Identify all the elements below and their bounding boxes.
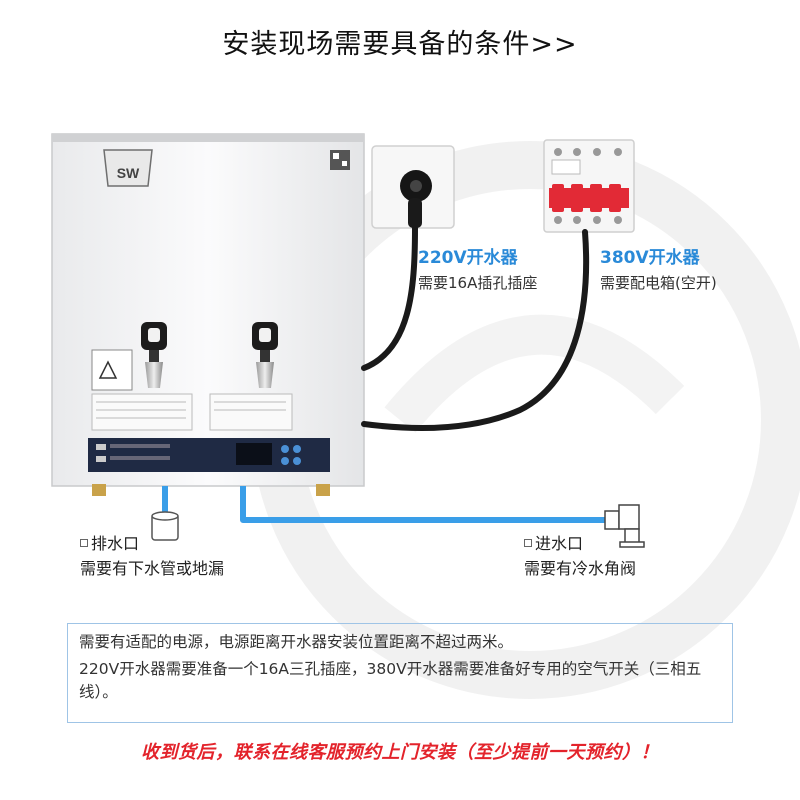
page-title: 安装现场需要具备的条件>>	[222, 29, 578, 60]
drain-label: 排水口	[80, 530, 139, 554]
bullet-icon	[80, 539, 88, 547]
angle-valve-icon	[604, 504, 645, 548]
power-380-title: 380V开水器	[600, 248, 700, 268]
inlet-title: 进水口	[535, 534, 584, 553]
power-220-requirement: 需要16A插孔插座	[418, 274, 538, 292]
power-220-title: 220V开水器	[418, 248, 518, 268]
power-380-requirement: 需要配电箱(空开)	[600, 274, 717, 292]
wall-socket-icon	[371, 145, 455, 229]
inlet-label: 进水口	[524, 530, 583, 554]
notice-line-1: 需要有适配的电源，电源距离开水器安装位置距离不超过两米。	[79, 633, 514, 651]
footer-warning: 收到货后，联系在线客服预约上门安装（至少提前一天预约）！	[141, 742, 659, 763]
control-panel	[88, 438, 330, 472]
left-tap-icon	[141, 322, 167, 388]
drain-title: 排水口	[91, 534, 140, 553]
notice-box: 需要有适配的电源，电源距离开水器安装位置距离不超过两米。 220V开水器需要准备…	[67, 623, 733, 723]
power-cable-380v	[361, 229, 590, 432]
drain-requirement: 需要有下水管或地漏	[80, 559, 225, 578]
water-heater: SW	[51, 133, 365, 496]
circuit-breaker-icon	[543, 139, 635, 233]
brand-badge-icon	[103, 149, 153, 187]
bullet-icon	[524, 539, 532, 547]
notice-line-2: 220V开水器需要准备一个16A三孔插座，380V开水器需要准备好专用的空气开关…	[79, 660, 702, 701]
inlet-pipe	[240, 486, 612, 523]
brand-logo-text: SW	[117, 165, 140, 181]
inlet-requirement: 需要有冷水角阀	[524, 559, 637, 578]
power-cable-220v	[361, 225, 418, 371]
right-tap-icon	[252, 322, 278, 388]
